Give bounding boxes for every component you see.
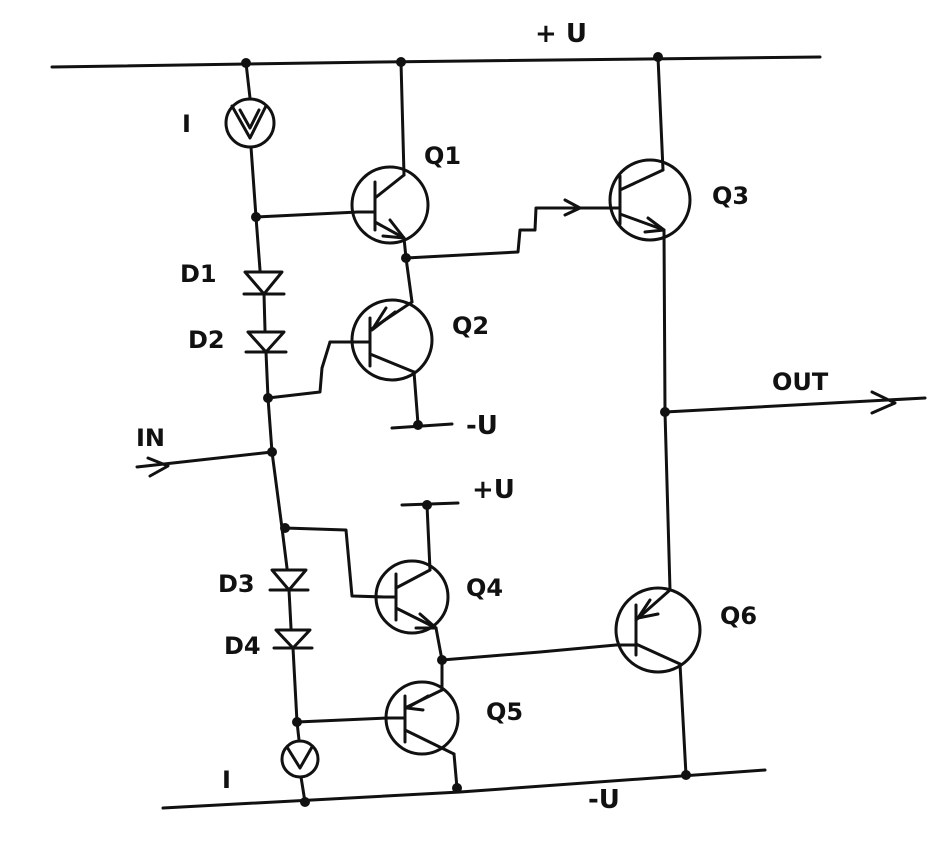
q2-emitter-wire (412, 370, 420, 426)
junction-dot (660, 407, 670, 417)
q2-negative-supply-label: -U (466, 411, 498, 441)
junction-dot (267, 447, 277, 457)
junction-dot (263, 393, 273, 403)
input-label: IN (136, 424, 165, 452)
q3-base-arrow (563, 198, 582, 217)
diode-d3-label: D3 (218, 570, 255, 598)
wire-d1-d2 (262, 292, 267, 332)
junction-dot (241, 58, 251, 68)
output-arrow (870, 390, 897, 415)
top-rail-wire (50, 55, 822, 69)
junction-dot (681, 770, 691, 780)
junction-dot (280, 523, 290, 533)
q4-transistor-symbol (374, 559, 450, 635)
q5-base-wire (295, 716, 390, 724)
q1-emitter-wire (402, 236, 414, 304)
junction-dot (300, 797, 310, 807)
q1-transistor-symbol (350, 165, 430, 245)
input-wire (135, 450, 274, 469)
wire-q1-to-q3-base (404, 206, 612, 260)
diode-d1-label: D1 (180, 260, 217, 288)
q3-collector-rail-wire (656, 55, 665, 172)
junction-dot (401, 253, 411, 263)
q1-label: Q1 (424, 142, 461, 170)
current-source-bottom (280, 739, 320, 779)
junction-dot (653, 52, 663, 62)
bottom-rail-wire (161, 768, 767, 810)
output-wire (663, 396, 927, 414)
junction-dot (437, 655, 447, 665)
q2-base-wire (266, 340, 332, 400)
junction-dot (292, 717, 302, 727)
left-column-wire-top (244, 61, 252, 100)
q2-label: Q2 (452, 312, 489, 340)
diode-d2-symbol (244, 330, 288, 354)
q5-label: Q5 (486, 698, 523, 726)
junction-dot (452, 783, 462, 793)
diode-d4-symbol (272, 628, 314, 650)
q6-transistor-symbol (614, 586, 702, 674)
current-source-bottom-label: I (222, 766, 231, 794)
q6-collector-rail-wire (678, 662, 688, 777)
q4-collector-wire (425, 503, 432, 572)
junction-dot (396, 57, 406, 67)
junction-dot (422, 500, 432, 510)
q4-label: Q4 (466, 574, 503, 602)
output-label: OUT (772, 368, 829, 396)
junction-dot (251, 212, 261, 222)
diode-d4-label: D4 (224, 632, 261, 660)
diode-d1-symbol (242, 270, 286, 296)
diode-d3-symbol (268, 568, 310, 592)
q5-transistor-symbol (384, 680, 460, 756)
bottom-rail-label: -U (588, 785, 620, 815)
q1-base-wire (254, 210, 360, 219)
current-source-top (224, 97, 276, 149)
diode-d2-label: D2 (188, 326, 225, 354)
junction-dot (413, 420, 423, 430)
input-arrow (146, 456, 170, 478)
q5-emitter-rail-wire (452, 752, 459, 790)
q4-positive-supply-label: +U (472, 475, 515, 505)
left-column-wire-mid (249, 145, 262, 272)
q3-transistor-symbol (608, 158, 692, 242)
q3-label: Q3 (712, 182, 749, 210)
q2-transistor-symbol (328, 298, 434, 382)
q4-base-wire (283, 526, 386, 599)
wire-d3-d4 (287, 588, 293, 630)
current-source-top-label: I (182, 110, 191, 138)
wire-d2-in-node (264, 350, 289, 570)
q6-label: Q6 (720, 602, 757, 630)
wire-q4-to-q6-base (440, 643, 618, 662)
top-rail-label: + U (535, 19, 587, 49)
q1-collector-rail-wire (399, 60, 406, 177)
